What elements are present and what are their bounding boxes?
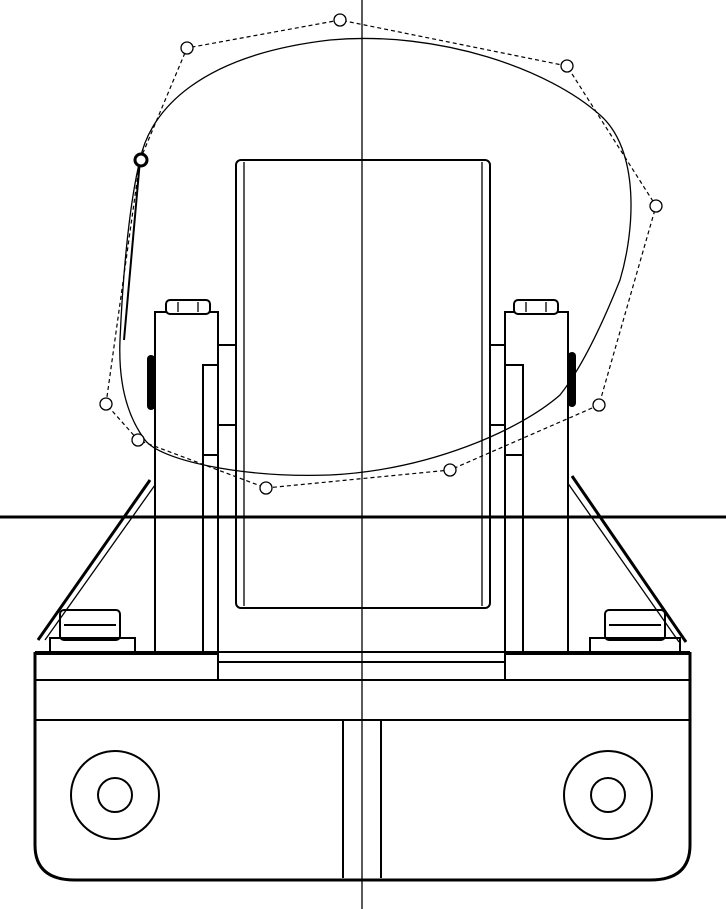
- right-mount-hole: [563, 750, 653, 840]
- wheel-body: [218, 159, 505, 609]
- left-mount-pad: [34, 653, 219, 681]
- right-fork-post: [504, 299, 576, 653]
- right-mount-pad: [504, 653, 691, 681]
- left-fork-post: [147, 299, 219, 653]
- spline-control-points: [99, 13, 663, 495]
- spline-control-polygon: [105, 19, 657, 489]
- left-mount-hole: [70, 750, 160, 840]
- guard-spline-curve: [119, 37, 632, 476]
- right-bolt: [589, 609, 681, 653]
- left-bolt: [49, 609, 136, 653]
